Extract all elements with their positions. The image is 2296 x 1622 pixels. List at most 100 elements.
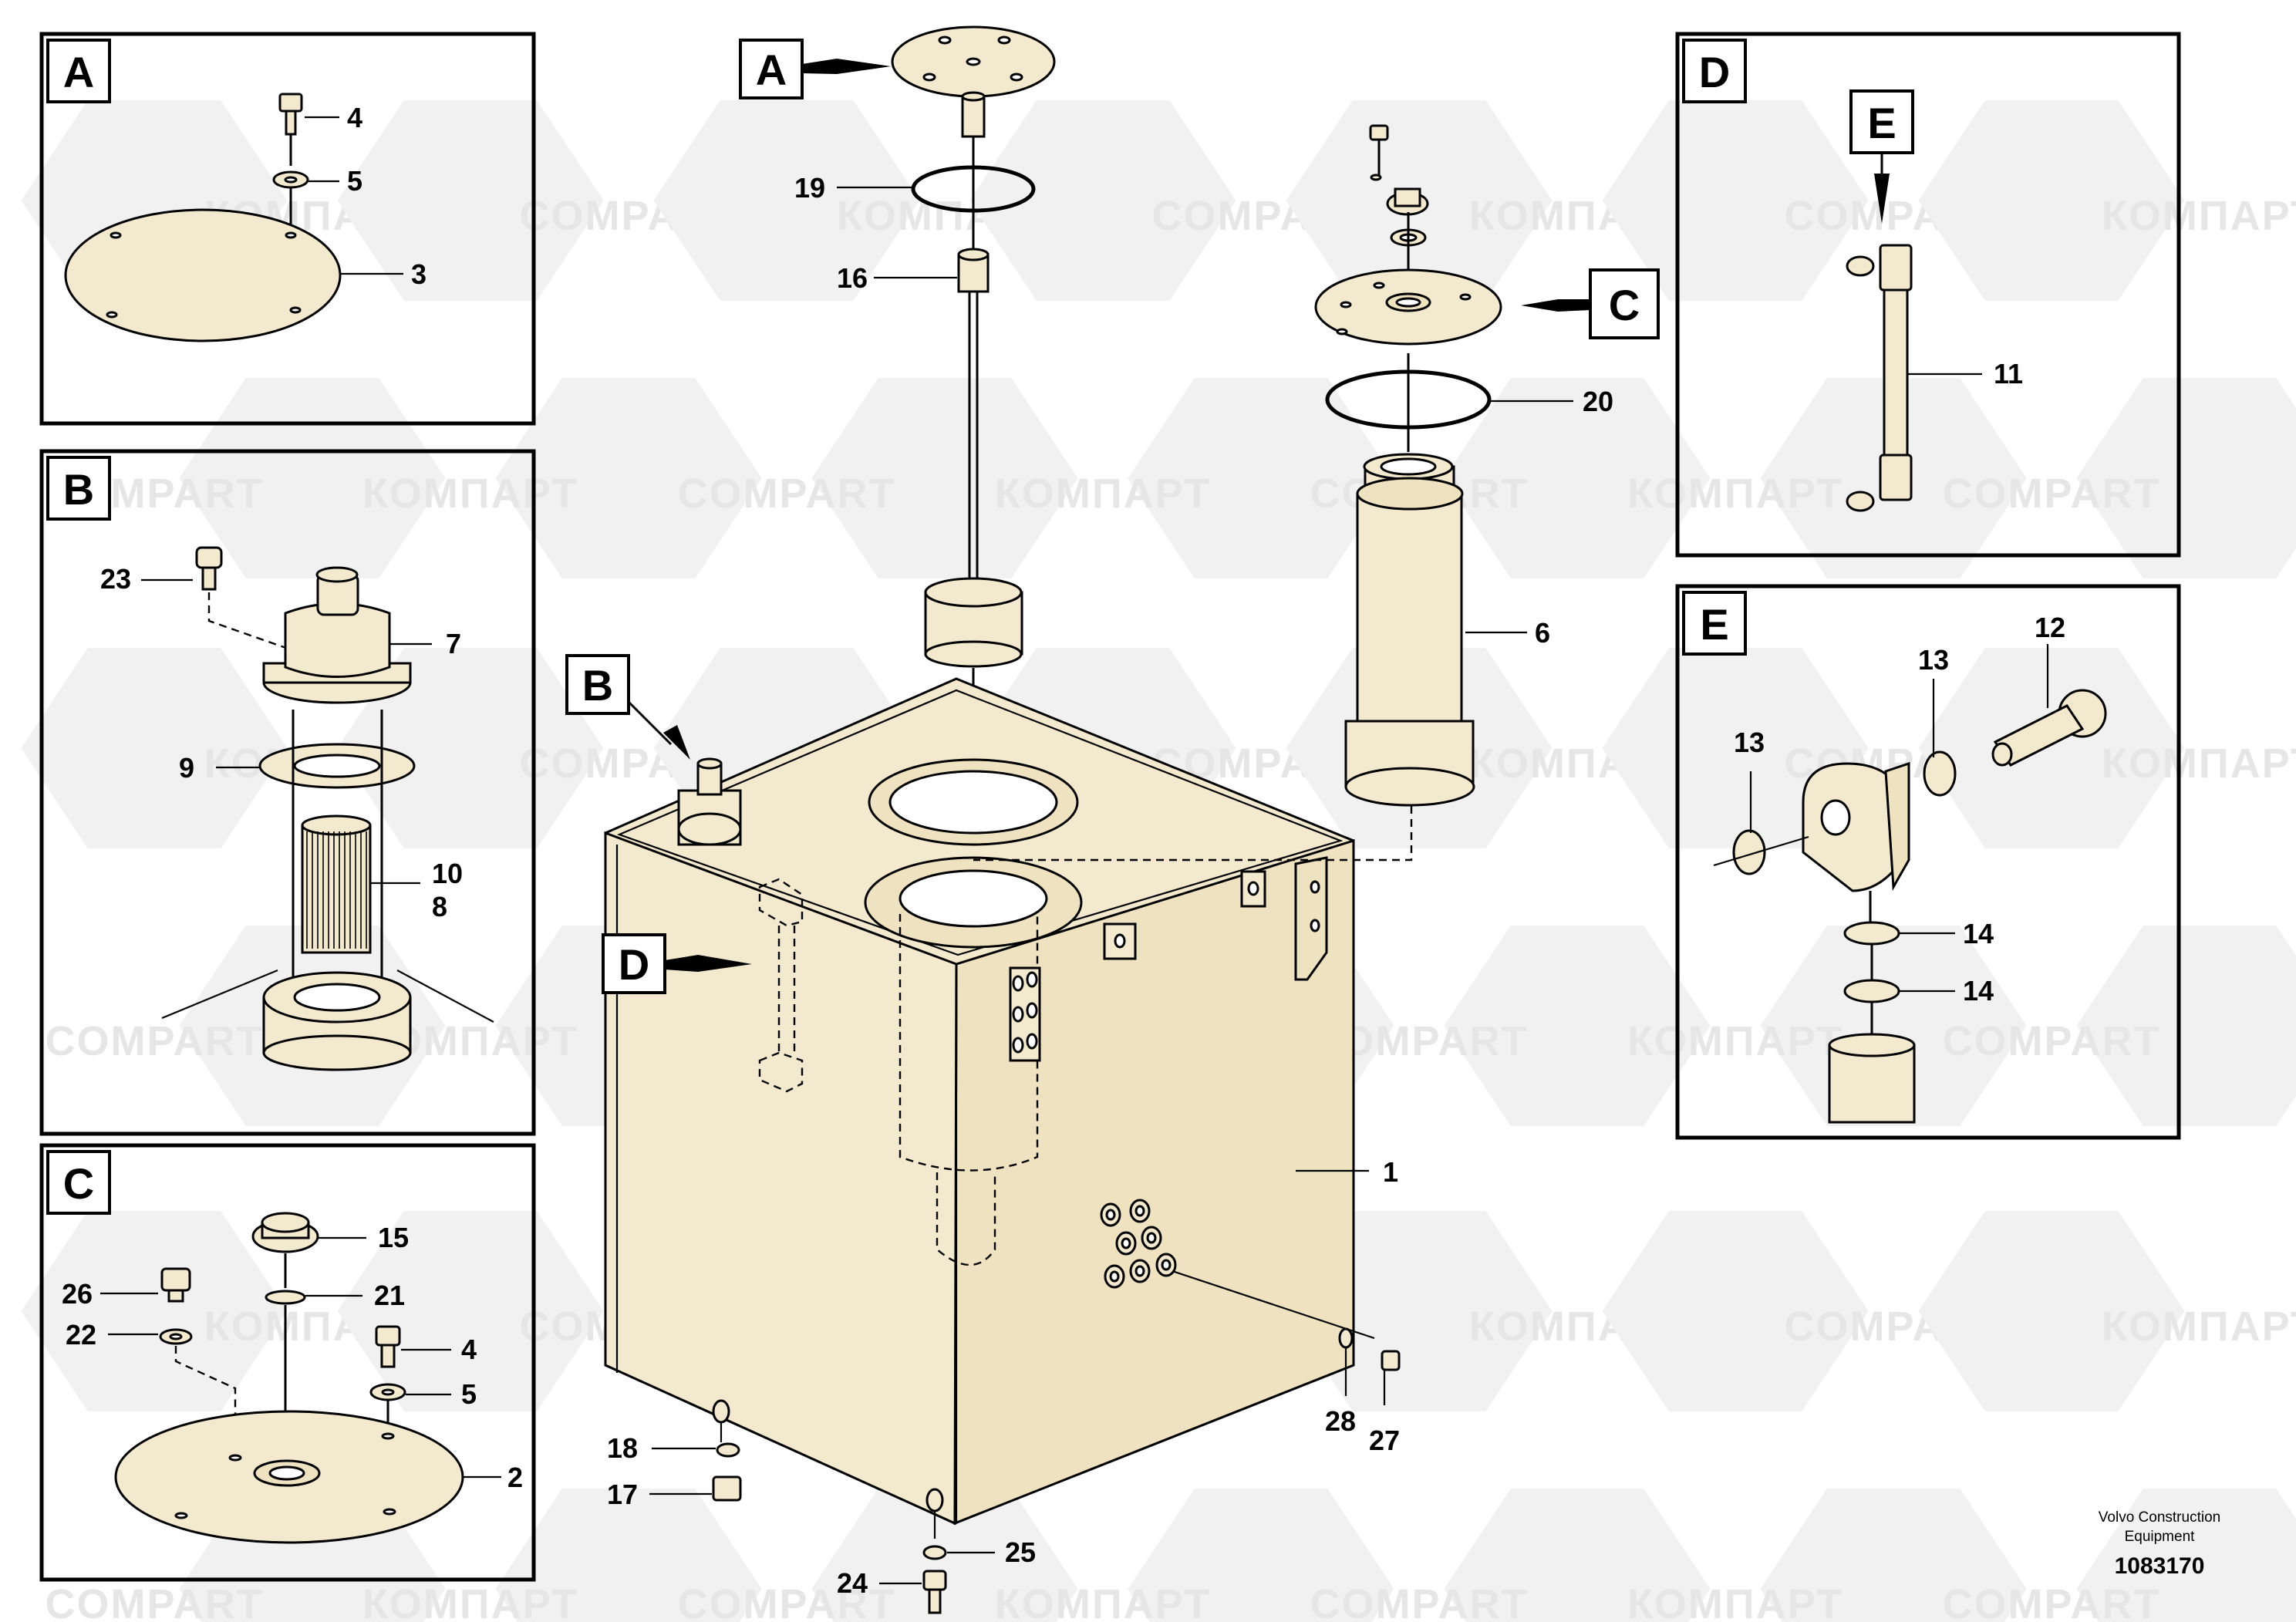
label-6: 6 [1535,617,1550,649]
label-a-3: 3 [411,258,426,290]
label-27: 27 [1369,1425,1400,1456]
port-plug-hole [1161,1259,1172,1271]
watermark-hexagon [1602,648,1869,848]
panel-b: B 23 7 9 10 8 [39,449,536,1136]
sight-gauge-ports [1012,971,1038,1054]
watermark-text: КОМПАРТ [1627,470,1843,517]
label-d-11: 11 [1994,358,2023,389]
label-b-7: 7 [446,628,461,659]
document-number: 1083170 [2115,1553,2205,1579]
watermark-text: COMPART [1943,1581,2161,1622]
watermark-hexagon [337,100,604,301]
panel-a-letter: A [63,48,94,96]
watermark-hexagon [2076,1489,2296,1622]
label-b-9: 9 [179,752,194,784]
hydraulic-tank-assembly: A 19 16 [565,25,1660,1614]
label-c-15: 15 [378,1222,409,1253]
brand-line-2: Equipment [2125,1529,2196,1545]
watermark-hexagon [495,378,762,578]
callout-c: C [1609,281,1640,329]
label-c-21: 21 [374,1280,405,1311]
watermark-text: COMPART [1310,1581,1529,1622]
label-c-5: 5 [461,1378,477,1410]
watermark-hexagon [1128,1489,1394,1622]
label-b-23: 23 [100,563,131,595]
watermark-hexagon [1444,926,1711,1126]
watermark-hexagon [2076,926,2296,1126]
panel-c-letter: C [63,1159,94,1208]
label-28: 28 [1325,1405,1356,1437]
panel-a: A 4 5 3 [39,32,536,426]
panel-c: C 15 21 26 22 4 5 [39,1143,536,1582]
watermark-hexagon [1128,378,1394,578]
gauge-port-hole [1012,1037,1024,1054]
watermark-hexagon [337,1211,604,1411]
label-c-26: 26 [62,1278,93,1310]
port-plug-hole [1146,1232,1157,1244]
watermark-hexagon [969,100,1236,301]
callout-b: B [582,661,613,710]
watermark-text: COMPART [46,1581,264,1622]
label-20: 20 [1583,386,1613,417]
watermark-text: КОМПАРТ [995,470,1211,517]
port-plugs [1100,1199,1177,1289]
callout-a: A [756,46,787,94]
port-plug-hole [1121,1237,1131,1249]
watermark-text: КОМПАРТ [1627,1018,1843,1064]
label-e-12: 12 [2035,612,2065,643]
watermark-hexagon [653,100,920,301]
watermark-text: КОМПАРТ [995,1581,1211,1622]
label-e-14b: 14 [1963,975,1994,1007]
watermark-text: КОМПАРТ [362,1581,578,1622]
watermark-hexagon [21,648,288,848]
label-17: 17 [607,1479,638,1510]
watermark-text: КОМПАРТ [2102,1303,2296,1350]
panel-d-e-callout: E [1867,99,1896,147]
label-c-22: 22 [66,1319,96,1351]
label-18: 18 [607,1432,638,1464]
watermark-hexagon [1918,1211,2185,1411]
label-24: 24 [837,1567,868,1599]
label-b-10: 10 [432,858,463,889]
port-plug-hole [1135,1205,1145,1217]
watermark-hexagon [337,648,604,848]
label-b-8: 8 [432,891,447,922]
label-19: 19 [794,172,825,204]
watermark-text: КОМПАРТ [2102,740,2296,787]
label-c-2: 2 [507,1462,523,1493]
watermark-hexagon [1444,378,1711,578]
gauge-port-hole [1026,971,1038,988]
label-16: 16 [837,262,868,294]
label-e-13a: 13 [1918,644,1949,676]
panel-b-letter: B [63,465,94,514]
watermark-hexagon [495,1489,762,1622]
watermark-hexagon [1602,100,1869,301]
label-c-4: 4 [461,1334,477,1365]
watermark-hexagon [1760,926,2027,1126]
watermark-text: COMPART [1943,470,2161,517]
watermark-hexagon [1918,648,2185,848]
panel-e-letter: E [1700,600,1728,649]
port-plug-hole [1109,1270,1120,1283]
panel-d: D E 11 [1675,32,2181,558]
label-e-13b: 13 [1734,727,1765,758]
port-plug-hole [1135,1265,1145,1277]
gauge-port-hole [1012,975,1024,992]
label-e-14a: 14 [1963,918,1994,949]
gauge-port-hole [1012,1006,1024,1023]
panel-e: E 12 13 13 14 14 [1675,584,2181,1140]
watermark-text: COMPART [1943,1018,2161,1064]
watermark-text: COMPART [678,1581,896,1622]
label-a-4: 4 [347,102,362,133]
watermark-hexagon [1444,1489,1711,1622]
port-plug-hole [1105,1209,1116,1221]
watermark-hexagon [1760,1489,2027,1622]
watermark-text: КОМПАРТ [362,470,578,517]
callout-d: D [619,940,649,989]
panel-d-letter: D [1699,48,1730,96]
watermark-hexagon [811,378,1078,578]
gauge-port-hole [1026,1033,1038,1050]
label-1: 1 [1383,1156,1398,1188]
watermark-text: COMPART [46,1018,264,1064]
